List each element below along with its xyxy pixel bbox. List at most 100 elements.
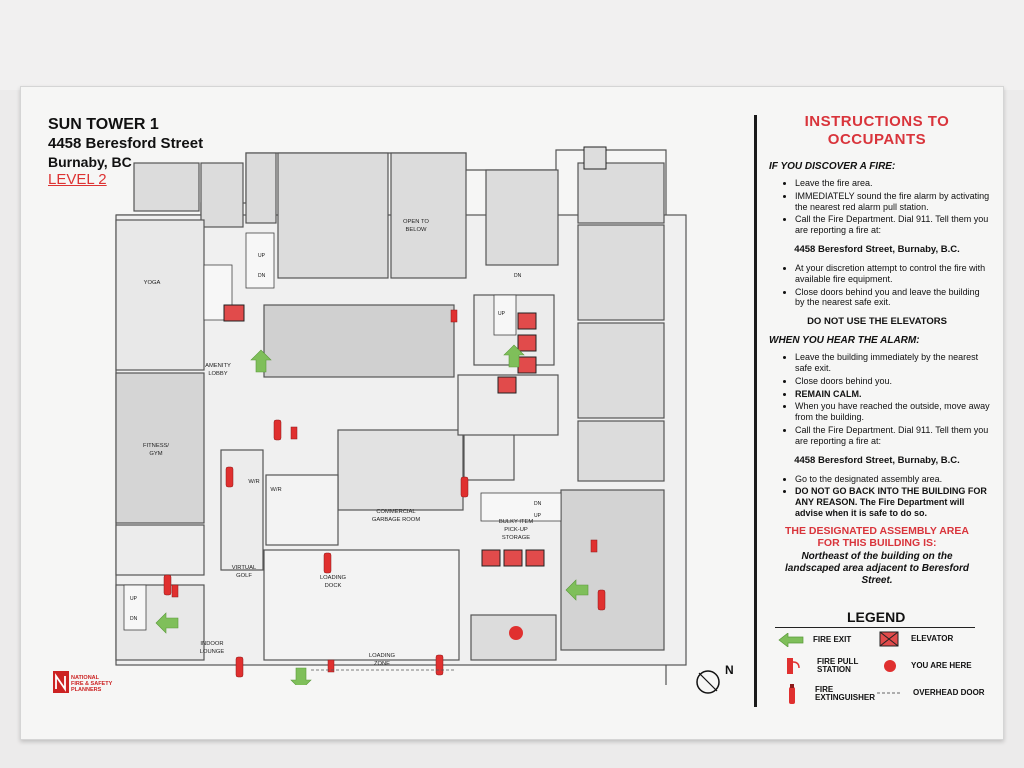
assembly-text-2: landscaped area adjacent to Beresford (785, 562, 969, 574)
you-are-here-icon (884, 660, 896, 672)
overhead-door-icon (877, 692, 901, 694)
legend-rule (775, 627, 975, 628)
label-wr-1: W/R (248, 479, 259, 485)
label-dock-2: DOCK (325, 583, 342, 589)
company-logo-text: NATIONAL FIRE & SAFETY PLANNERS (71, 675, 113, 693)
legend-overhead-door-label: OVERHEAD DOOR (913, 688, 985, 697)
level-label: LEVEL 2 (48, 171, 107, 189)
alarm-list: Leave the building immediately by the ne… (763, 352, 991, 446)
alarm-item: REMAIN CALM. (795, 389, 991, 400)
assembly-text: Northeast of the building on the landsca… (763, 551, 991, 587)
discretion-item: At your discretion attempt to control th… (795, 263, 991, 285)
instructions-title-line1: INSTRUCTIONS TO (804, 113, 950, 130)
assembly-text-1: Northeast of the building on the (801, 550, 953, 562)
label-lounge-1: INDOOR (200, 641, 223, 647)
instructions-title-line2: OCCUPANTS (827, 131, 927, 148)
stair-up-4: UP (130, 596, 138, 602)
legend-pull-station: FIRE PULL STATION (785, 657, 858, 675)
label-open-to-below-2: BELOW (406, 227, 427, 233)
alarm-item: Leave the building immediately by the ne… (795, 352, 991, 374)
label-bulky-2: PICK-UP (504, 527, 528, 533)
label-amenity-1: AMENITY (205, 363, 231, 369)
legend-you-are-here: YOU ARE HERE (883, 659, 972, 673)
legend-you-are-here-label: YOU ARE HERE (911, 660, 972, 670)
label-zone-1: LOADING (369, 653, 396, 659)
pull-station-icon (787, 658, 800, 674)
assembly-text-3: Street. (861, 574, 893, 586)
stair-up-3: UP (534, 513, 542, 519)
label-bulky-3: STORAGE (502, 535, 530, 541)
company-logo-icon (53, 671, 69, 693)
title-block: SUN TOWER 1 4458 Beresford Street Burnab… (48, 115, 203, 190)
discover-item: IMMEDIATELY sound the fire alarm by acti… (795, 191, 991, 213)
logo-line3: PLANNERS (71, 686, 102, 693)
legend-overhead-door: OVERHEAD DOOR (877, 688, 985, 697)
label-wr-2: W/R (270, 487, 281, 493)
building-name: SUN TOWER 1 (48, 116, 159, 133)
instructions-title: INSTRUCTIONS TO OCCUPANTS (763, 113, 991, 149)
compass-north-label: N (725, 663, 734, 677)
label-fitness-2: GYM (149, 451, 162, 457)
legend-elevator: ELEVATOR (879, 631, 953, 647)
alarm-heading: WHEN YOU HEAR THE ALARM: (769, 335, 920, 347)
alarm-item: Close doors behind you. (795, 376, 991, 387)
alarm-item: Call the Fire Department. Dial 911. Tell… (795, 425, 991, 447)
label-golf-2: GOLF (236, 573, 252, 579)
you-are-here-marker (509, 626, 523, 640)
label-zone-2: ZONE (374, 661, 390, 667)
label-fitness-1: FITNESS/ (143, 443, 169, 449)
assembly-heading: THE DESIGNATED ASSEMBLY AREA FOR THIS BU… (763, 525, 991, 549)
legend-fire-exit-label: FIRE EXIT (813, 634, 852, 644)
alarm-item: When you have reached the outside, move … (795, 401, 991, 423)
north-compass-icon (696, 670, 720, 694)
discretion-item: Close doors behind you and leave the bui… (795, 287, 991, 309)
instructions-panel: INSTRUCTIONS TO OCCUPANTS IF YOU DISCOVE… (763, 113, 991, 587)
legend-extinguisher-line1: FIRE (815, 684, 834, 694)
label-amenity-2: LOBBY (208, 371, 227, 377)
building-address: 4458 Beresford Street (48, 135, 204, 152)
legend-fire-exit: FIRE EXIT (777, 633, 851, 647)
fire-safety-placard: SUN TOWER 1 4458 Beresford Street Burnab… (20, 86, 1004, 740)
assembly-heading-2: FOR THIS BUILDING IS: (817, 536, 937, 549)
elevator-icons (223, 146, 607, 567)
discover-heading: IF YOU DISCOVER A FIRE: (769, 161, 896, 172)
logo-line2: FIRE & SAFETY (71, 680, 113, 687)
floor-plan: UP DN DN UP DN UP UP DN (106, 145, 706, 738)
fire-exit-arrows (155, 344, 589, 726)
legend-title: LEGEND (847, 609, 906, 625)
address-line-2: 4458 Beresford Street, Burnaby, B.C. (794, 454, 960, 466)
stair-up-1: UP (258, 253, 266, 259)
legend-elevator-label: ELEVATOR (911, 633, 954, 643)
stair-dn-1: DN (258, 273, 266, 279)
discover-list: Leave the fire area. IMMEDIATELY sound t… (763, 178, 991, 236)
label-lounge-2: LOUNGE (200, 649, 225, 655)
final-item: DO NOT GO BACK INTO THE BUILDING FOR ANY… (795, 486, 991, 518)
label-golf-1: VIRTUAL (232, 565, 257, 571)
extinguisher-icons (163, 419, 606, 678)
stair-dn-4: DN (130, 616, 138, 622)
discover-item: Call the Fire Department. Dial 911. Tell… (795, 214, 991, 236)
fire-exit-arrow-icon (778, 633, 804, 647)
building-city: Burnaby, BC (48, 153, 132, 170)
stair-up-2: UP (498, 311, 506, 317)
wall-background (0, 0, 1024, 90)
legend-pull-station-line2: STATION (817, 665, 851, 674)
label-garbage-2: GARBAGE ROOM (372, 517, 420, 523)
column-divider (754, 115, 757, 707)
legend-extinguisher-label: FIRE EXTINGUISHER (815, 684, 876, 703)
discover-item: Leave the fire area. (795, 178, 991, 189)
stair-dn-2: DN (514, 273, 522, 279)
discretion-list: At your discretion attempt to control th… (763, 263, 991, 308)
legend-pull-station-label: FIRE PULL STATION (817, 656, 859, 675)
logo-line1: NATIONAL (71, 675, 100, 681)
legend-extinguisher-line2: EXTINGUISHER (815, 693, 876, 702)
legend-pull-station-line1: FIRE PULL (817, 656, 859, 666)
label-garbage-1: COMMERCIAL (376, 509, 416, 515)
elevator-icon (879, 631, 899, 647)
legend-extinguisher: FIRE EXTINGUISHER (787, 683, 875, 705)
extinguisher-icon (789, 684, 795, 704)
label-open-to-below-1: OPEN TO (403, 219, 429, 225)
final-item: Go to the designated assembly area. (795, 474, 991, 485)
stair-dn-3: DN (534, 501, 542, 507)
label-dock-1: LOADING (320, 575, 347, 581)
